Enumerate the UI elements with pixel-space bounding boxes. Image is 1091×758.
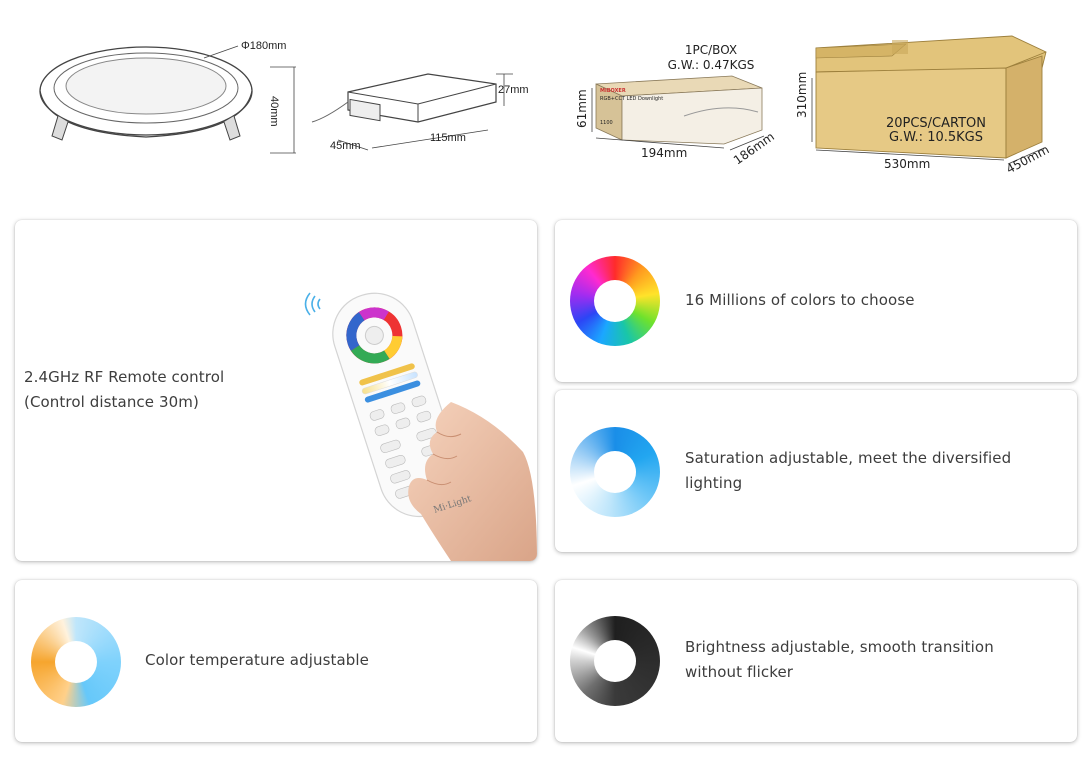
saturation-card: Saturation adjustable, meet the diversif… <box>555 390 1077 552</box>
downlight-height-label: 40mm <box>268 96 280 127</box>
rgb-color-wheel-icon <box>570 256 660 346</box>
driver-length-label: 115mm <box>430 132 466 144</box>
remote-control-card: 2.4GHz RF Remote control (Control distan… <box>15 220 537 561</box>
brightness-line-1: Brightness adjustable, smooth transition <box>685 638 994 656</box>
wireless-signal-icon <box>304 292 321 316</box>
brightness-description: Brightness adjustable, smooth transition… <box>685 635 994 685</box>
remote-control-distance: (Control distance 30m) <box>24 393 199 411</box>
brightness-card: Brightness adjustable, smooth transition… <box>555 580 1077 742</box>
shipping-carton-drawing <box>811 35 1047 165</box>
saturation-description: Saturation adjustable, meet the diversif… <box>685 446 1011 496</box>
remote-control-description: 2.4GHz RF Remote control (Control distan… <box>24 365 224 415</box>
carton-length-label: 530mm <box>884 157 931 171</box>
color-choice-card: 16 Millions of colors to choose <box>555 220 1077 382</box>
product-box-drawing <box>591 75 765 151</box>
box-product-name: RGB+CCT LED Downlight <box>600 96 664 102</box>
saturation-line-2: lighting <box>685 474 743 492</box>
box-weight: G.W.: 0.47KGS <box>667 58 755 72</box>
driver-width-label: 45mm <box>330 140 361 152</box>
driver-height-label: 27mm <box>498 84 529 96</box>
box-height-label: 61mm <box>575 89 589 128</box>
box-quantity: 1PC/BOX <box>684 43 738 57</box>
downlight-diameter-label: Φ180mm <box>241 40 287 52</box>
color-temperature-ring-icon <box>31 617 121 707</box>
box-info: 1PC/BOX G.W.: 0.47KGS <box>646 43 776 73</box>
box-brand: MiBOXER <box>600 88 626 94</box>
remote-control-title: 2.4GHz RF Remote control <box>24 368 225 386</box>
brightness-line-2: without flicker <box>685 663 794 681</box>
saturation-ring-icon <box>570 427 660 517</box>
color-choice-text: 16 Millions of colors to choose <box>685 291 915 309</box>
box-length-label: 194mm <box>641 146 688 160</box>
downlight-outline-drawing <box>39 45 296 154</box>
brightness-ring-icon <box>570 616 660 706</box>
driver-outline-drawing <box>311 73 513 151</box>
carton-info: 20PCS/CARTON G.W.: 10.5KGS <box>876 117 996 145</box>
box-code: 1100 <box>600 120 613 126</box>
remote-control-illustration <box>304 292 537 561</box>
carton-quantity: 20PCS/CARTON <box>885 116 987 131</box>
carton-height-label: 310mm <box>795 71 809 118</box>
color-temperature-card: Color temperature adjustable <box>15 580 537 742</box>
saturation-line-1: Saturation adjustable, meet the diversif… <box>685 449 1012 467</box>
carton-weight: G.W.: 10.5KGS <box>888 130 983 145</box>
color-temperature-text: Color temperature adjustable <box>145 651 369 669</box>
